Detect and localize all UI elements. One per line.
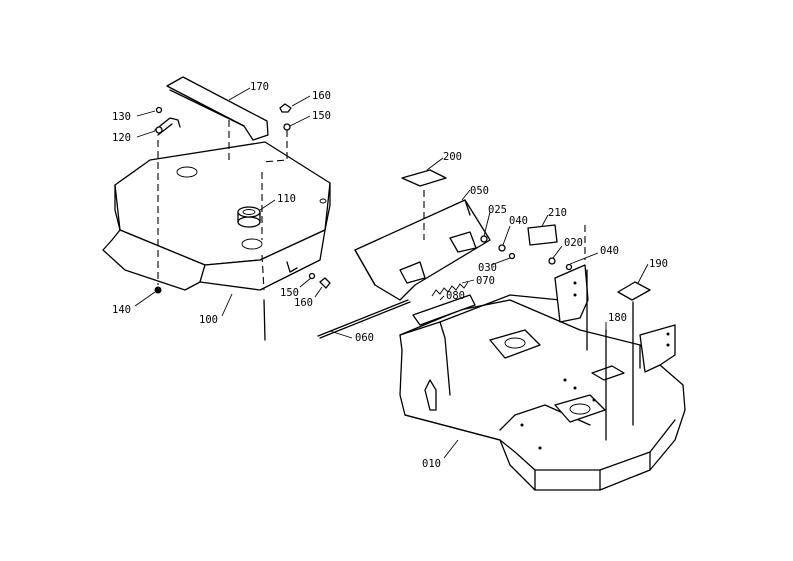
callout-070: 070 [476, 275, 495, 287]
cover-assembly [102, 141, 331, 291]
callout-080: 080 [446, 290, 465, 302]
label-plate-200 [401, 169, 447, 187]
spring-part-070 [431, 281, 469, 297]
cap-part-110 [237, 206, 261, 228]
callout-010: 010 [422, 458, 441, 470]
callout-210: 210 [548, 207, 567, 219]
label-plate-190 [617, 281, 651, 301]
left-assembly-lines [157, 120, 288, 341]
bolt-part-140 [154, 286, 162, 294]
callout-120: 120 [112, 132, 131, 144]
callout-040-upper: 040 [509, 215, 528, 227]
label-plate-180 [591, 365, 625, 381]
callout-170: 170 [250, 81, 269, 93]
callout-050: 050 [470, 185, 489, 197]
callout-060: 060 [355, 332, 374, 344]
callout-040-lower: 040 [600, 245, 619, 257]
handle-part-120 [154, 106, 181, 136]
callout-150-upper: 150 [312, 110, 331, 122]
callout-200: 200 [443, 151, 462, 163]
right-assembly-lines [423, 190, 641, 441]
callout-020: 020 [564, 237, 583, 249]
rod-part-060 [317, 299, 411, 339]
strip-part-170 [166, 76, 269, 141]
hardware-bolts [480, 235, 573, 271]
knob-part-160 [279, 103, 292, 131]
callout-140: 140 [112, 304, 131, 316]
callout-180: 180 [608, 312, 627, 324]
bracket-part-080 [412, 294, 476, 326]
callout-160-upper: 160 [312, 90, 331, 102]
callout-100: 100 [199, 314, 218, 326]
callout-160-lower: 160 [294, 297, 313, 309]
callout-190: 190 [649, 258, 668, 270]
callouts: 170 130 120 160 150 110 150 160 140 100 … [112, 81, 668, 470]
chute-part-050 [354, 199, 491, 301]
deck-assembly [399, 264, 686, 491]
label-plate-210 [527, 224, 558, 246]
callout-110: 110 [277, 193, 296, 205]
callout-025: 025 [488, 204, 507, 216]
callout-130: 130 [112, 111, 131, 123]
callout-150-lower: 150 [280, 287, 299, 299]
callout-030: 030 [478, 262, 497, 274]
knob-lower [308, 272, 331, 289]
